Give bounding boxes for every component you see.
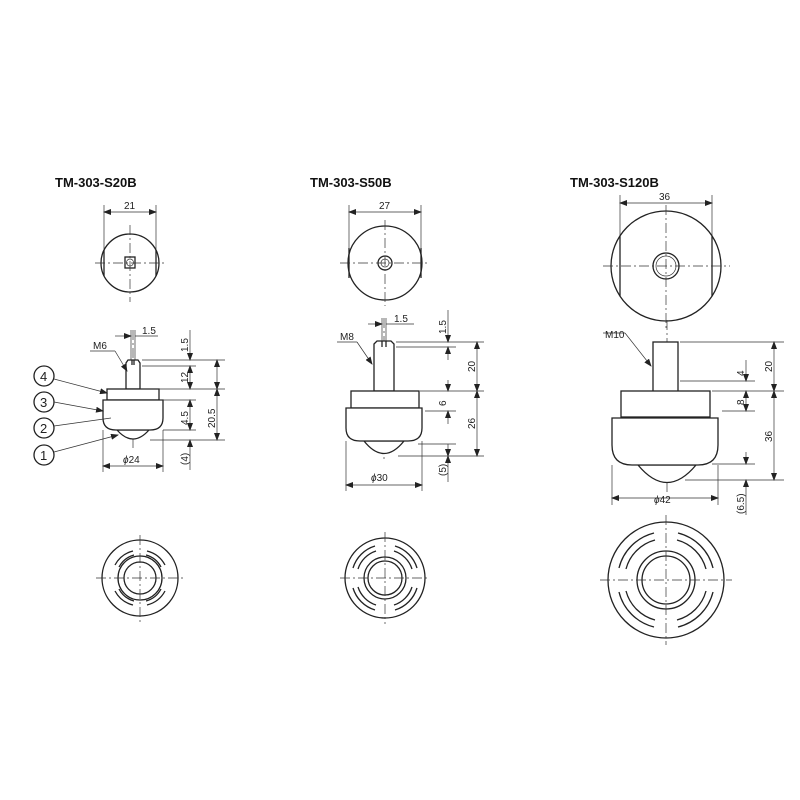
thread-label: M8 [340, 332, 354, 343]
slot-depth-dim: 1.5 [180, 338, 191, 352]
model-s50b: TM-303-S50B 27 1.5 [310, 175, 484, 624]
body-height-dim: 20.5 [207, 408, 218, 428]
part-callouts: 4 3 2 1 [33, 365, 119, 466]
svg-text:1: 1 [40, 448, 47, 463]
side-view: M10 4 8 (6.5) 20 36 ϕ42 [603, 320, 784, 515]
model-title: TM-303-S50B [310, 175, 392, 190]
slot-width-dim: 1.5 [394, 314, 408, 325]
svg-text:2: 2 [40, 421, 47, 436]
width-dim: 27 [379, 201, 391, 212]
bottom-view [340, 532, 430, 624]
top-view: 36 [603, 192, 730, 328]
svg-text:4: 4 [40, 369, 47, 384]
collar-dim: 8 [736, 399, 747, 405]
model-s20b: TM-303-S20B 21 1.5 [33, 175, 225, 622]
width-dim: 36 [659, 192, 671, 203]
body-height-dim: 26 [467, 417, 478, 429]
callout-4 [33, 365, 55, 387]
stud-length-dim: 20 [764, 360, 775, 372]
callout-2 [33, 417, 55, 439]
ball-protrusion-dim: (6.5) [736, 493, 747, 514]
model-title: TM-303-S120B [570, 175, 659, 190]
thread-label: M6 [93, 341, 107, 352]
top-view: 21 [95, 201, 165, 302]
top-view: 27 [340, 201, 430, 306]
side-view: 1.5 M6 1.5 12 4.5 (4) 20.5 [90, 326, 225, 472]
collar-dim: 4.5 [180, 411, 191, 425]
side-view: 1.5 M8 1.5 6 (5) 20 26 [337, 310, 484, 491]
ball-protrusion-dim: (4) [180, 453, 191, 465]
ball-protrusion-dim: (5) [438, 464, 449, 476]
diameter-dim: ϕ30 [371, 473, 388, 484]
slot-depth-dim: 1.5 [438, 320, 449, 334]
stud-length-dim: 12 [180, 371, 191, 383]
bottom-view [96, 535, 184, 622]
thread-label: M10 [605, 330, 625, 341]
collar-dim: 6 [438, 400, 449, 406]
callout-1 [33, 444, 55, 466]
stud-length-dim: 20 [467, 360, 478, 372]
diameter-dim: ϕ24 [123, 455, 140, 466]
model-s120b: TM-303-S120B 36 M10 [570, 175, 784, 645]
svg-text:3: 3 [40, 395, 47, 410]
bottom-view [600, 515, 732, 645]
body-height-dim: 36 [764, 430, 775, 442]
model-title: TM-303-S20B [55, 175, 137, 190]
diameter-dim: ϕ42 [654, 495, 671, 506]
slot-width-dim: 1.5 [142, 326, 156, 337]
unthreaded-dim: 4 [736, 370, 747, 376]
width-dim: 21 [124, 201, 136, 212]
